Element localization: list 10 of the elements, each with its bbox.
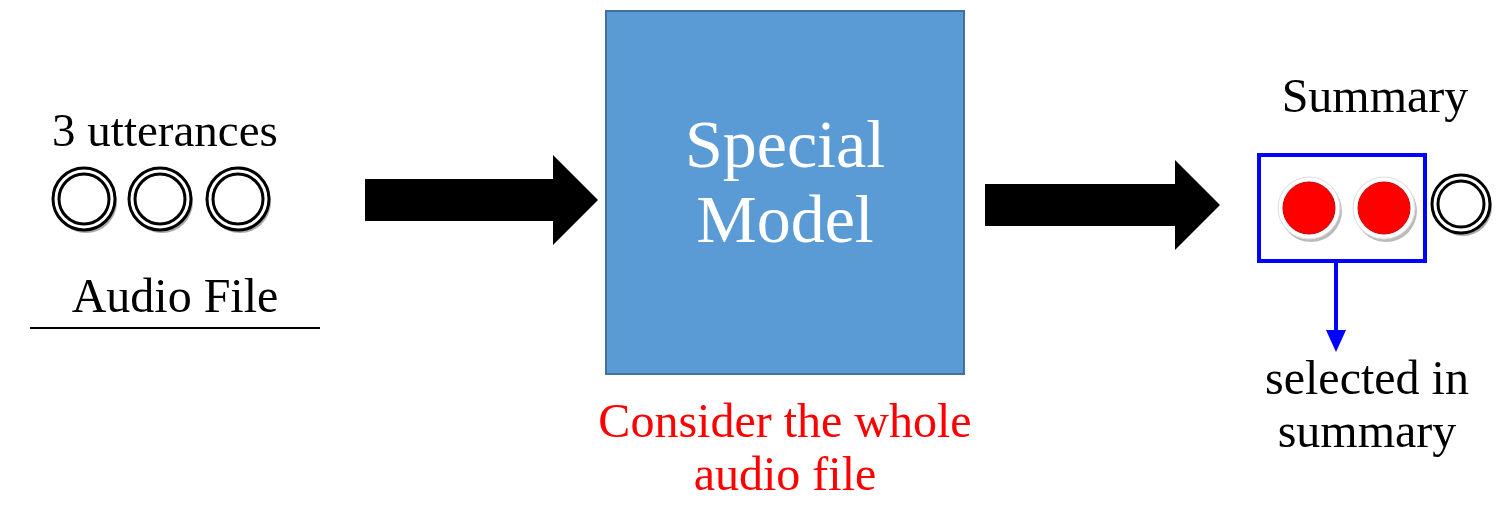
note-text: Consider the whole audio file [597, 395, 973, 501]
description-text: selected in summary [1264, 352, 1470, 458]
arrow [1326, 263, 1346, 352]
arrow [985, 160, 1220, 250]
caption-text: 3 utterances [51, 105, 279, 157]
model-label: Special Model [683, 107, 887, 257]
selection-box [1257, 153, 1427, 263]
arrow [365, 155, 598, 245]
file-label: Audio File [30, 270, 320, 329]
summary-label: Summary [1280, 70, 1470, 123]
